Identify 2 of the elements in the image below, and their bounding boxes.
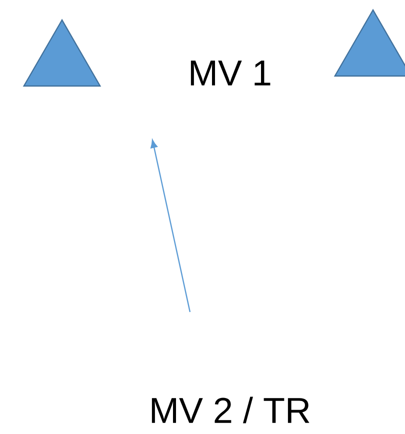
node-label: MV 2 / TR <box>152 396 310 424</box>
node-label: MV 1 <box>190 60 270 86</box>
